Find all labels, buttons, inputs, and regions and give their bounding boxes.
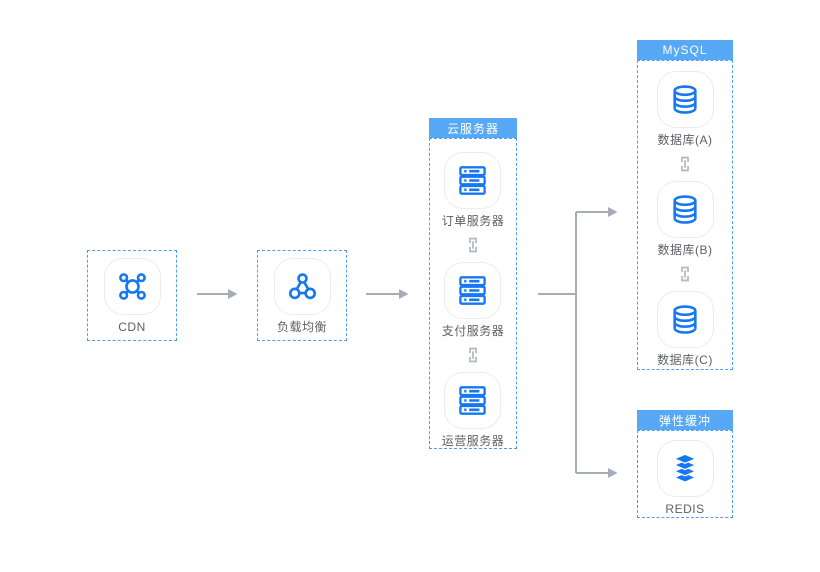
chain-link-icon	[466, 236, 480, 254]
load-balancer-icon	[286, 270, 319, 303]
cloud-server-group: 云服务器 订单服务器 支付服务器	[429, 118, 517, 449]
mysql-group-header: MySQL	[637, 40, 733, 60]
server-icon	[456, 384, 489, 417]
payment-server-node-card[interactable]	[444, 262, 502, 319]
database-b-label: 数据库(B)	[657, 243, 713, 257]
cloud-server-group-body: 订单服务器 支付服务器 运营服务器	[429, 138, 517, 449]
chain-link-icon	[678, 155, 692, 173]
load-balancer-node-card[interactable]	[273, 257, 331, 315]
cdn-group-box: CDN	[87, 250, 177, 341]
database-icon	[668, 83, 702, 117]
database-a-node: 数据库(A)	[656, 71, 714, 147]
cdn-label: CDN	[118, 319, 146, 334]
operations-server-label: 运营服务器	[441, 434, 505, 448]
database-a-label: 数据库(A)	[657, 133, 713, 147]
payment-server-node: 支付服务器	[442, 262, 505, 338]
chain-link-icon	[466, 346, 480, 364]
payment-server-label: 支付服务器	[441, 324, 505, 338]
database-c-node: 数据库(C)	[656, 291, 714, 367]
server-icon	[456, 164, 489, 197]
mysql-group: MySQL 数据库(A) 数据库(B)	[637, 40, 733, 370]
elastic-cache-group-header: 弹性缓冲	[637, 410, 733, 430]
database-icon	[668, 193, 702, 227]
load-balancer-node: 负载均衡	[273, 257, 331, 334]
database-c-label: 数据库(C)	[657, 353, 713, 367]
operations-server-node: 运营服务器	[442, 372, 505, 448]
database-icon	[668, 303, 702, 337]
cloud-server-group-header: 云服务器	[429, 118, 517, 138]
elastic-cache-group-body: REDIS	[637, 430, 733, 518]
redis-stack-icon	[668, 452, 702, 486]
chain-link-icon	[678, 265, 692, 283]
redis-node: REDIS	[656, 440, 714, 516]
load-balancer-label: 负载均衡	[276, 319, 327, 334]
redis-label: REDIS	[665, 502, 705, 516]
elastic-cache-group: 弹性缓冲 REDIS	[637, 410, 733, 518]
redis-node-card[interactable]	[656, 440, 714, 497]
database-c-node-card[interactable]	[656, 291, 714, 348]
operations-server-node-card[interactable]	[444, 372, 502, 429]
cdn-node-card[interactable]	[103, 257, 161, 315]
database-b-node-card[interactable]	[656, 181, 714, 238]
database-b-node: 数据库(B)	[656, 181, 714, 257]
order-server-node: 订单服务器	[442, 152, 505, 228]
server-icon	[456, 274, 489, 307]
order-server-node-card[interactable]	[444, 152, 502, 209]
network-hub-icon	[116, 270, 149, 303]
cdn-node: CDN	[103, 257, 161, 334]
database-a-node-card[interactable]	[656, 71, 714, 128]
load-balancer-group-box: 负载均衡	[257, 250, 347, 341]
mysql-group-body: 数据库(A) 数据库(B) 数据库(C)	[637, 60, 733, 370]
order-server-label: 订单服务器	[441, 214, 505, 228]
